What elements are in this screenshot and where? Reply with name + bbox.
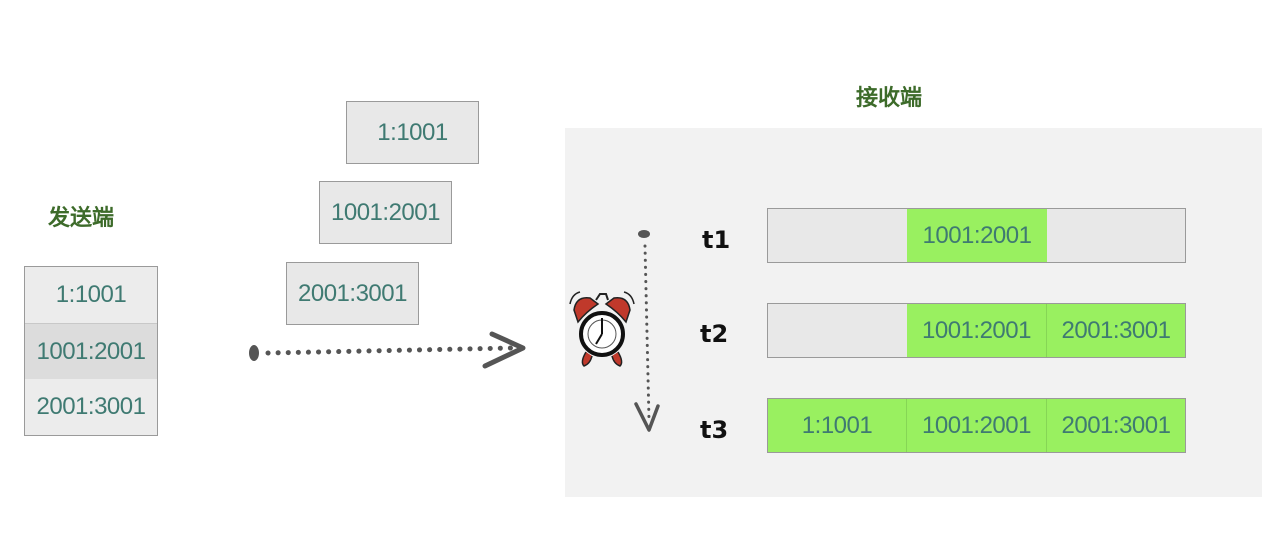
sender-segment: 2001:3001 xyxy=(25,379,157,435)
buffer-slot: 1001:2001 xyxy=(907,304,1047,357)
buffer-slot: 1001:2001 xyxy=(907,209,1047,262)
alarm-clock-icon xyxy=(569,291,635,367)
in-flight-packet: 1:1001 xyxy=(346,101,479,164)
sender-buffer: 1:1001 1001:2001 2001:3001 xyxy=(24,266,158,436)
receive-buffer-row: 1001:2001 xyxy=(767,208,1186,263)
in-flight-packet: 1001:2001 xyxy=(319,181,452,244)
receiver-title: 接收端 xyxy=(856,86,923,111)
dotted-arrow-down-icon xyxy=(634,230,660,432)
buffer-slot: 1:1001 xyxy=(768,399,907,452)
receive-buffer-row: 1001:2001 2001:3001 xyxy=(767,303,1186,358)
receive-buffer-row: 1:1001 1001:2001 2001:3001 xyxy=(767,398,1186,453)
buffer-slot: 2001:3001 xyxy=(1047,304,1185,357)
buffer-slot: 1001:2001 xyxy=(907,399,1047,452)
sender-segment: 1001:2001 xyxy=(25,323,157,381)
time-label: t1 xyxy=(702,226,731,254)
time-label: t3 xyxy=(700,416,729,444)
sender-segment: 1:1001 xyxy=(25,267,157,323)
time-label: t2 xyxy=(700,320,729,348)
dotted-arrow-right-icon xyxy=(249,331,526,369)
sender-title: 发送端 xyxy=(48,206,115,231)
buffer-slot: 2001:3001 xyxy=(1047,399,1185,452)
in-flight-packet: 2001:3001 xyxy=(286,262,419,325)
